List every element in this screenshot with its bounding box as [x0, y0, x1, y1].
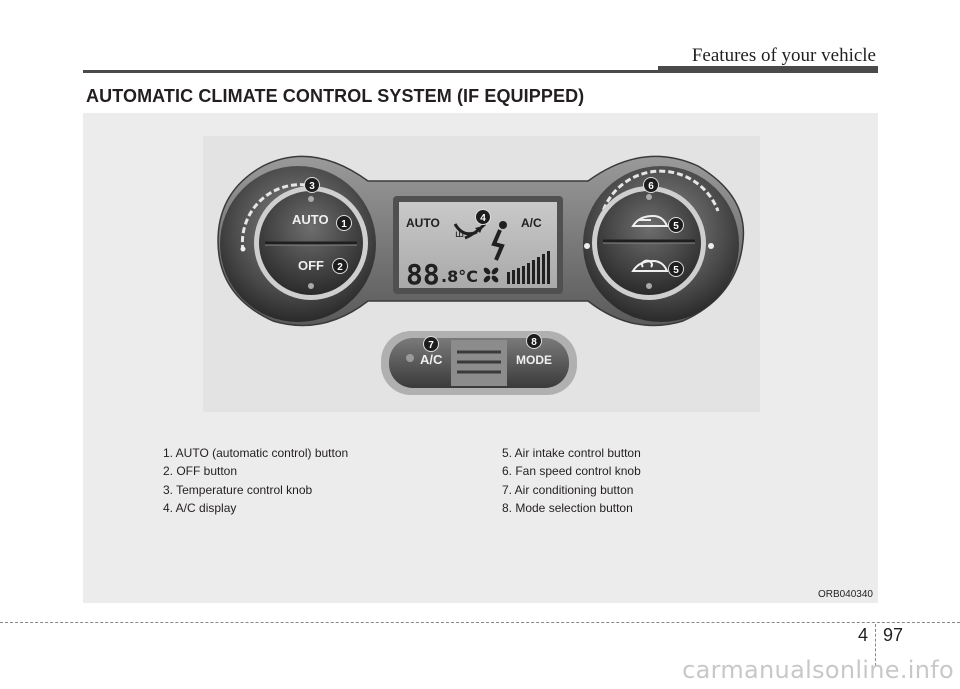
legend-right: 5. Air intake control button 6. Fan spee…	[502, 444, 641, 517]
svg-text:2: 2	[337, 262, 343, 273]
svg-text:4: 4	[480, 213, 486, 224]
legend-item: 2. OFF button	[163, 464, 238, 479]
off-button-label[interactable]: OFF	[298, 258, 324, 273]
legend-left: 1. AUTO (automatic control) button 2. OF…	[163, 444, 348, 517]
ac-button-label[interactable]: A/C	[420, 352, 443, 367]
callout-2: 2	[332, 258, 348, 274]
callout-3: 3	[304, 177, 320, 193]
svg-text:8: 8	[531, 337, 537, 348]
footer-rule	[0, 622, 960, 623]
section-heading: AUTOMATIC CLIMATE CONTROL SYSTEM (IF EQU…	[86, 86, 585, 106]
climate-control-drawing: AUTO OFF ш	[217, 155, 745, 395]
header-rule	[83, 70, 878, 73]
auto-button-label[interactable]: AUTO	[292, 212, 329, 227]
mode-button-label[interactable]: MODE	[516, 353, 552, 367]
page-number: 97	[883, 625, 904, 645]
svg-text:ш: ш	[455, 229, 464, 240]
callout-4: 4	[475, 209, 491, 225]
chapter-number: 4	[858, 625, 869, 645]
header-title: Features of your vehicle	[691, 45, 876, 66]
fresh-air-icon	[631, 214, 669, 227]
svg-text:5: 5	[673, 265, 679, 276]
fan-speed-knob	[583, 166, 739, 322]
legend-item: 6. Fan speed control knob	[502, 464, 641, 479]
figure-code: ORB040340	[817, 589, 873, 600]
svg-text:5: 5	[673, 221, 679, 232]
watermark: carmanualsonline.info	[682, 656, 954, 684]
fan-level-bars	[507, 251, 550, 284]
callout-6: 6	[643, 177, 659, 193]
recirculation-icon	[631, 259, 669, 272]
fan-high-icon	[708, 243, 714, 249]
legend-item: 3. Temperature control knob	[163, 482, 313, 497]
display-auto-indicator: AUTO	[406, 216, 440, 230]
page-number-divider	[875, 624, 876, 666]
svg-text:7: 7	[428, 340, 434, 351]
header-rule-accent	[658, 66, 878, 72]
legend-item: 5. Air intake control button	[502, 446, 641, 460]
callout-5-upper: 5	[668, 217, 684, 233]
callout-1: 1	[336, 215, 352, 231]
climate-control-illustration: AUTO OFF ш	[203, 136, 760, 412]
legend-item: 4. A/C display	[163, 500, 237, 515]
fan-low-icon	[584, 243, 590, 249]
ac-display: ш	[393, 196, 563, 294]
legend-item: 7. Air conditioning button	[502, 482, 634, 497]
display-ac-indicator: A/C	[521, 216, 542, 230]
svg-text:1: 1	[341, 219, 347, 230]
svg-text:6: 6	[648, 181, 654, 192]
fan-icon	[483, 267, 499, 283]
legend-item: 1. AUTO (automatic control) button	[163, 446, 349, 460]
callout-5-lower: 5	[668, 261, 684, 277]
svg-text:3: 3	[309, 181, 315, 192]
display-temperature-digits: 88	[406, 258, 440, 291]
display-temperature-unit: .8°C	[441, 267, 478, 286]
callout-7: 7	[423, 336, 439, 352]
legend-item: 8. Mode selection button	[502, 500, 633, 515]
callout-8: 8	[526, 333, 542, 349]
temperature-knob	[220, 166, 376, 322]
